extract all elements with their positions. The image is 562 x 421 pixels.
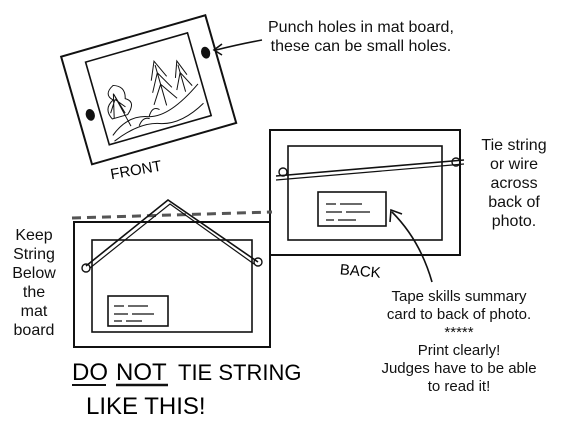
warning-like: LIKE THIS! [86,393,206,420]
caption-line: card to back of photo. [386,306,532,323]
knot [81,263,91,273]
caption-line: Print clearly! [417,342,501,359]
bad-string [85,199,259,267]
caption-line: to read it! [427,378,491,395]
arrow-head [389,208,403,223]
caption-line: String [13,246,55,263]
caption-line: ***** [444,324,474,341]
caption-line: across [490,175,538,192]
caption-line: photo. [491,213,537,230]
caption-line: Below [12,265,56,282]
back-string [275,159,465,177]
caption-line: Punch holes in mat board, [268,19,454,36]
tie-caption: Tie string or wire across back of photo. [474,136,554,231]
warning-not: NOT [116,359,167,386]
arrow-head [212,43,223,56]
caption-line: mat [20,303,48,320]
warning-do: DO [72,359,108,386]
front-label: FRONT [109,158,163,184]
punch-caption: Punch holes in mat board, these can be s… [268,18,454,56]
arrow [215,39,263,51]
punch-hole [200,46,211,59]
front-frame [59,14,238,166]
caption-line: back of [488,194,540,211]
caption-line: Tape skills summary [391,288,527,305]
tree-sketch [107,59,204,142]
knot [253,257,263,267]
caption-line: these can be small holes. [270,38,452,55]
dashed-line [71,210,273,220]
caption-line: Tie string [481,137,547,154]
caption-line: or wire [489,156,538,173]
knot [278,167,288,177]
knot [451,157,461,167]
caption-line: Keep [15,227,53,244]
caption-line: board [13,322,55,339]
bad-example-frame [73,199,271,348]
caption-line: Judges have to be able [381,360,537,377]
summary-card [317,191,387,227]
back-frame [269,129,465,256]
back-label: BACK [339,261,381,281]
warning-text: DO NOT TIE STRING LIKE THIS! [72,359,301,420]
arrow [391,211,433,283]
keep-caption: Keep String Below the mat board [2,226,66,340]
punch-hole [85,108,95,121]
tape-caption: Tape skills summary card to back of phot… [364,288,554,396]
warning-tie: TIE STRING [178,360,301,385]
caption-line: the [22,284,46,301]
